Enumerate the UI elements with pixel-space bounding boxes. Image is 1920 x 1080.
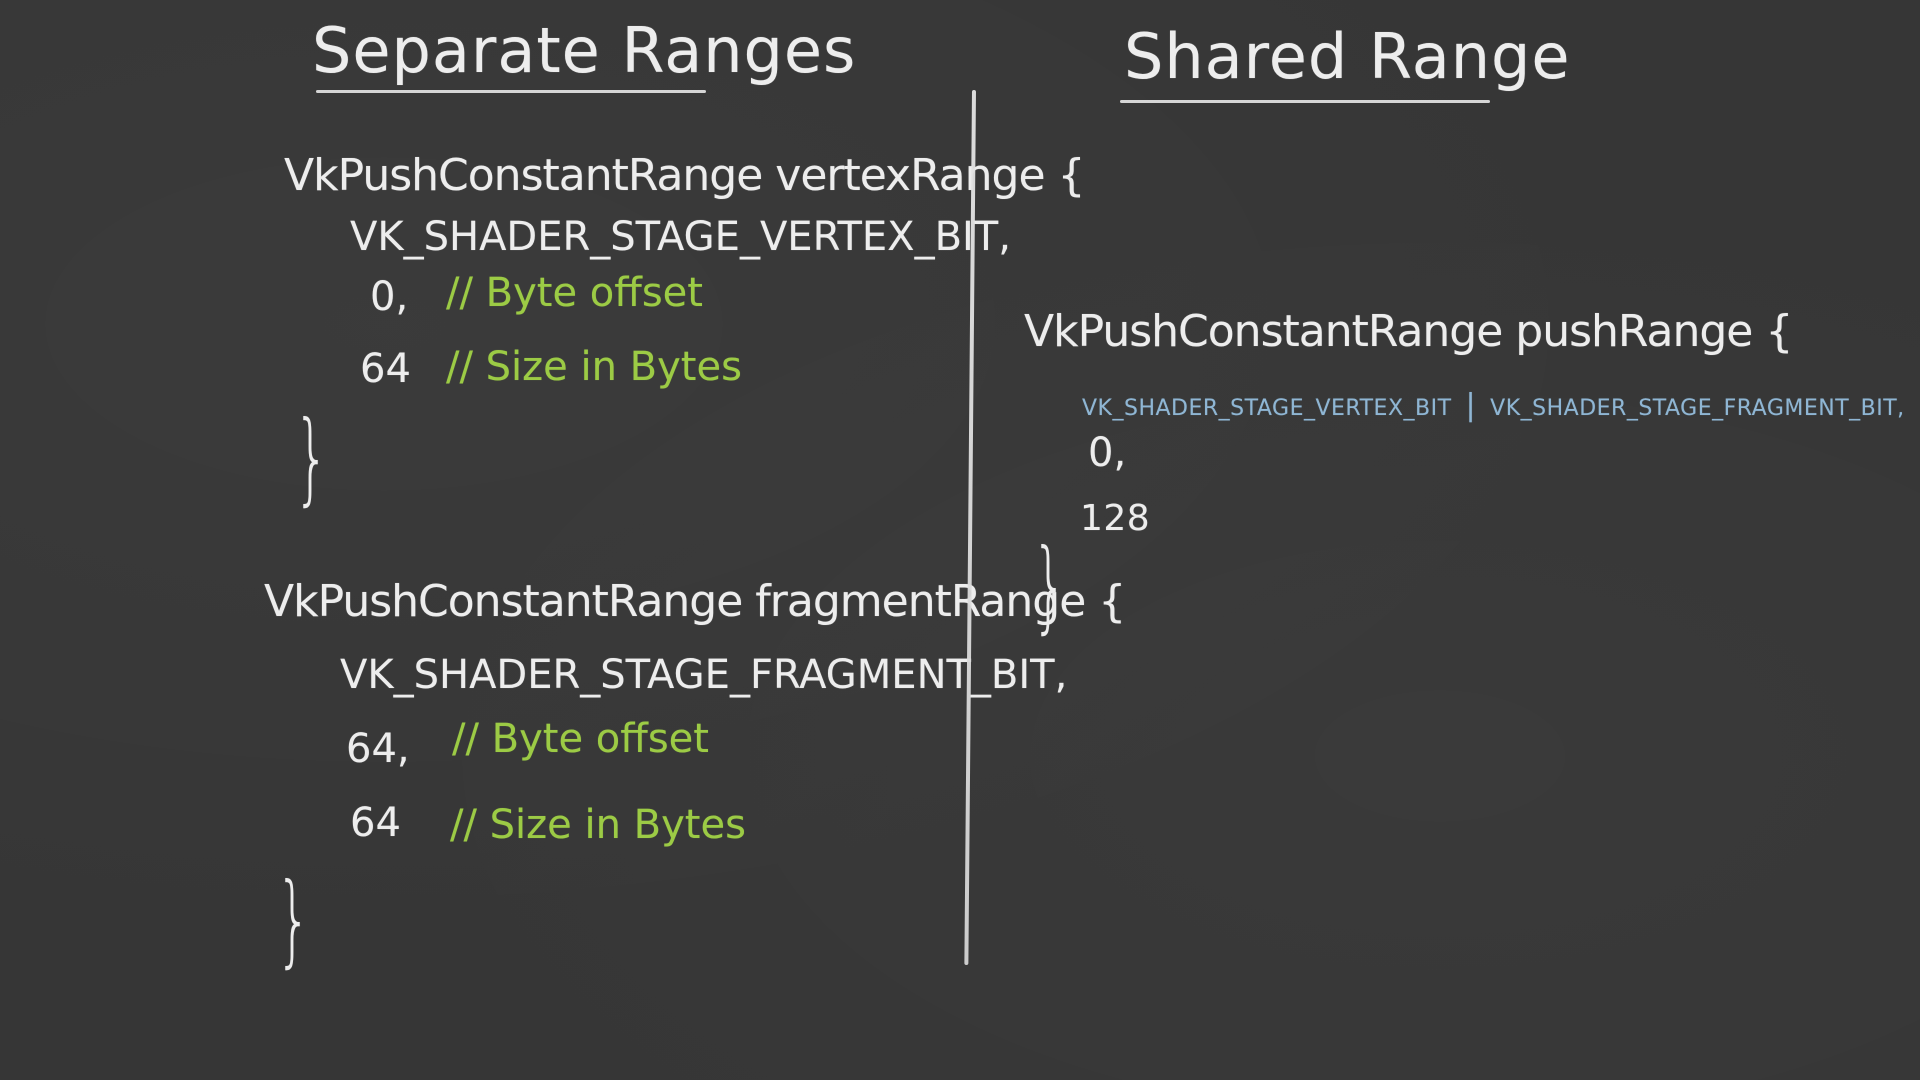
push-range-offset-value: 0, — [1088, 430, 1127, 476]
vertex-range-offset-comment: // Byte offset — [446, 270, 703, 316]
push-range-stage-separator: | — [1465, 388, 1477, 423]
vertex-range-offset-value: 0, — [370, 274, 409, 320]
fragment-range-offset-value: 64, — [346, 726, 410, 772]
push-range-stage-fragment: VK_SHADER_STAGE_FRAGMENT_BIT, — [1490, 396, 1905, 421]
separate-ranges-underline — [316, 90, 706, 93]
vertex-range-declaration: VkPushConstantRange vertexRange { — [284, 150, 1086, 201]
fragment-range-size-value: 64 — [350, 800, 401, 846]
separate-ranges-heading: Separate Ranges — [312, 14, 857, 87]
push-range-stage-flags: VK_SHADER_STAGE_VERTEX_BIT | VK_SHADER_STA… — [1082, 388, 1905, 423]
fragment-range-size-comment: // Size in Bytes — [450, 802, 746, 848]
vertex-range-stage: VK_SHADER_STAGE_VERTEX_BIT, — [350, 214, 1011, 260]
fragment-range-offset-comment: // Byte offset — [452, 716, 709, 762]
vertex-range-close-brace: } — [294, 399, 330, 516]
vertex-range-size-comment: // Size in Bytes — [446, 344, 742, 390]
fragment-range-stage: VK_SHADER_STAGE_FRAGMENT_BIT, — [340, 652, 1068, 698]
push-range-stage-vertex: VK_SHADER_STAGE_VERTEX_BIT — [1082, 396, 1452, 421]
fragment-range-close-brace: } — [276, 861, 312, 978]
push-range-close-brace: } — [1032, 527, 1068, 644]
vertex-range-size-value: 64 — [360, 346, 411, 392]
push-range-size-value: 128 — [1080, 498, 1151, 539]
shared-range-underline — [1120, 100, 1490, 103]
fragment-range-declaration: VkPushConstantRange fragmentRange { — [264, 576, 1126, 627]
shared-range-heading: Shared Range — [1124, 20, 1571, 93]
push-range-declaration: VkPushConstantRange pushRange { — [1024, 306, 1793, 357]
